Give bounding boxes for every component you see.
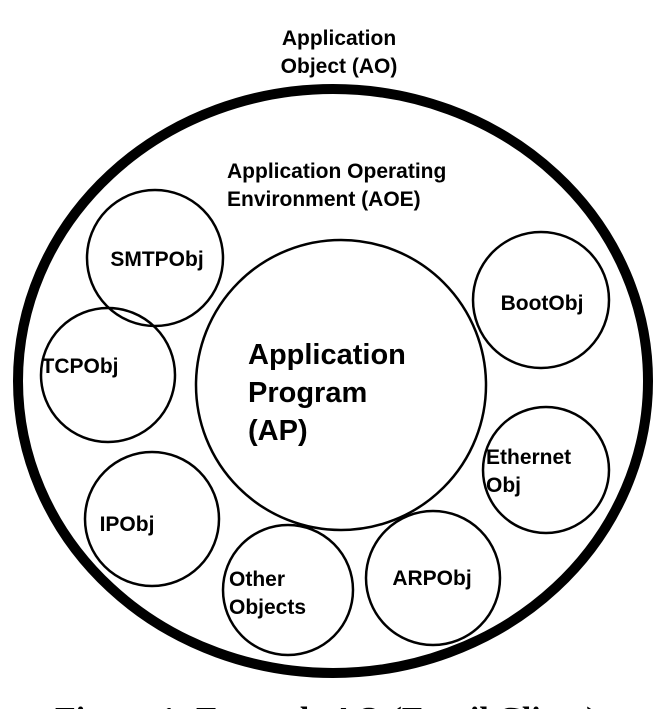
bootobj-label: BootObj <box>501 292 584 315</box>
bootobj-circle <box>471 230 611 370</box>
ao-boundary <box>13 84 653 678</box>
ethernetobj-circle <box>481 405 611 535</box>
ap-label-line2: Program <box>248 377 367 409</box>
figure-caption: Figure 1: Example AO (Email Client) <box>55 701 597 709</box>
smtpobj-label: SMTPObj <box>110 248 203 271</box>
ao-label-line1: Application <box>282 27 396 50</box>
arpobj-circle <box>364 509 502 647</box>
other-objects-label-line1: Other <box>229 568 285 591</box>
other-objects-circle <box>221 523 355 657</box>
tcpobj-label: TCPObj <box>42 355 119 378</box>
ethernetobj-label-line1: Ethernet <box>486 446 571 469</box>
ap-label-line3: (AP) <box>248 415 308 447</box>
arpobj-label: ARPObj <box>392 567 471 590</box>
ap-circle <box>194 238 488 532</box>
tcpobj-circle <box>39 306 177 444</box>
aoe-label-line2: Environment (AOE) <box>227 188 421 211</box>
ao-label-line2: Object (AO) <box>281 55 398 78</box>
ethernetobj-label-line2: Obj <box>486 474 521 497</box>
aoe-label-line1: Application Operating <box>227 160 446 183</box>
ipobj-circle <box>83 450 221 588</box>
ipobj-label: IPObj <box>100 513 155 536</box>
ap-label-line1: Application <box>248 339 406 371</box>
other-objects-label-line2: Objects <box>229 596 306 619</box>
